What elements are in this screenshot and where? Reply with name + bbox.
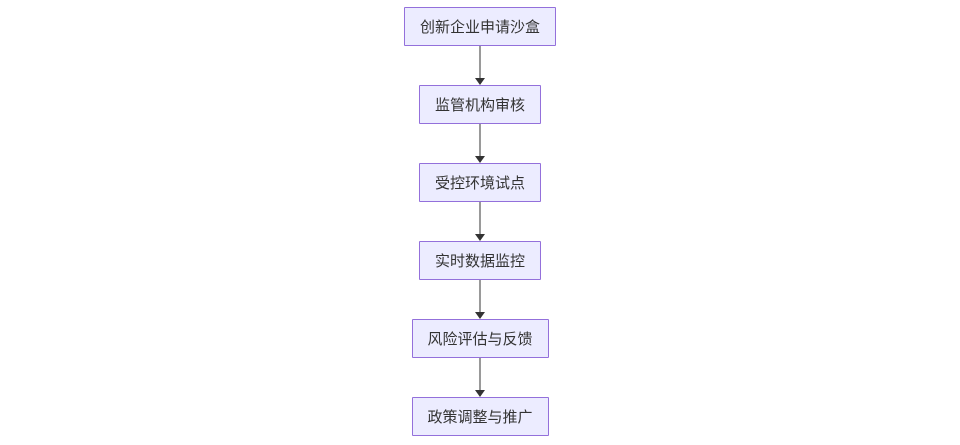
flow-node-n5: 风险评估与反馈	[411, 319, 549, 358]
edge-n2-n3	[474, 124, 485, 163]
edge-line	[478, 358, 481, 390]
arrowhead-down-icon	[474, 78, 485, 85]
arrowhead-down-icon	[474, 312, 485, 319]
edge-n1-n2	[474, 46, 485, 85]
flow-node-n4: 实时数据监控	[418, 241, 542, 280]
edge-n3-n4	[474, 202, 485, 241]
arrowhead-down-icon	[474, 156, 485, 163]
flow-node-label: 受控环境试点	[434, 175, 526, 192]
arrowhead-down-icon	[474, 234, 485, 241]
edge-n4-n5	[474, 280, 485, 319]
arrowhead-down-icon	[474, 390, 485, 397]
edge-n5-n6	[474, 358, 485, 397]
flowchart: 创新企业申请沙盒监管机构审核受控环境试点实时数据监控风险评估与反馈政策调整与推广	[403, 7, 557, 436]
flow-node-label: 监管机构审核	[434, 97, 526, 114]
flow-node-n1: 创新企业申请沙盒	[403, 7, 557, 46]
flow-node-n2: 监管机构审核	[418, 85, 542, 124]
flow-node-n3: 受控环境试点	[418, 163, 542, 202]
edge-line	[478, 46, 481, 78]
edge-line	[478, 280, 481, 312]
flow-node-label: 创新企业申请沙盒	[419, 19, 541, 36]
flow-node-label: 政策调整与推广	[427, 409, 533, 426]
edge-line	[478, 124, 481, 156]
flow-node-label: 实时数据监控	[434, 253, 526, 270]
flow-node-n6: 政策调整与推广	[411, 397, 549, 436]
edge-line	[478, 202, 481, 234]
flow-node-label: 风险评估与反馈	[427, 331, 533, 348]
